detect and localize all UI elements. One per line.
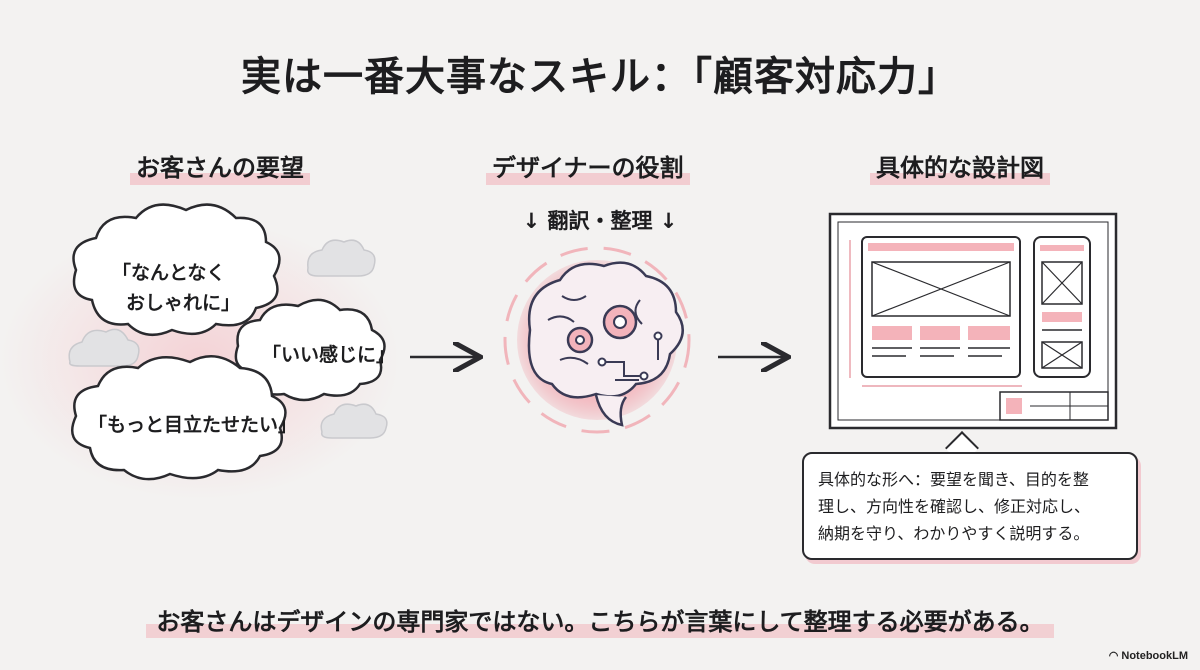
bottom-message: お客さんはデザインの専門家ではない。こちらが言葉にして整理する必要がある。 <box>0 602 1200 638</box>
speech-cloud-icon <box>71 355 287 481</box>
notebooklm-icon: ◠ <box>1108 650 1122 662</box>
brand-label: NotebookLM <box>1121 650 1188 662</box>
small-cloud-icon <box>68 328 140 367</box>
cloud-text-nice-feel: 「いい感じに」 <box>262 344 396 366</box>
bottom-message-text: お客さんはデザインの専門家ではない。こちらが言葉にして整理する必要がある。 <box>146 606 1054 638</box>
callout-line: 具体的な形へ：要望を聞き、目的を整 <box>818 470 1089 489</box>
cloud-text-stand-out: 「もっと目立たせたい」 <box>88 414 298 436</box>
blueprint-wireframe-icon <box>828 212 1118 430</box>
page-title: 実は一番大事なスキル：「顧客対応力」 <box>241 54 959 100</box>
cloud-text-line: 「なんとなく <box>112 262 226 284</box>
cloud-text-line: おしゃれに」 <box>126 292 241 314</box>
small-cloud-icon <box>320 403 388 439</box>
column-heading-blueprint: 具体的な設計図 <box>870 148 1050 185</box>
speech-cloud-icon <box>234 298 386 402</box>
speech-cloud-icon <box>72 203 281 337</box>
column-heading-requests: お客さんの要望 <box>130 148 310 185</box>
column-heading-designer-role: デザイナーの役割 <box>486 148 690 185</box>
callout-box: 具体的な形へ：要望を聞き、目的を整 理し、方向性を確認し、修正対応し、 納期を守… <box>802 452 1138 560</box>
brand-logo: ◠ NotebookLM <box>1109 649 1188 662</box>
brain-gear-icon <box>503 246 691 434</box>
small-cloud-icon <box>306 239 376 277</box>
cloud-text-stylish: 「なんとなく おしゃれに」 <box>112 258 240 318</box>
callout-line: 納期を守り、わかりやすく説明する。 <box>818 524 1090 543</box>
translate-organize-label: ↓ 翻訳・整理 ↓ <box>522 209 678 233</box>
callout-line: 理し、方向性を確認し、修正対応し、 <box>818 497 1091 516</box>
